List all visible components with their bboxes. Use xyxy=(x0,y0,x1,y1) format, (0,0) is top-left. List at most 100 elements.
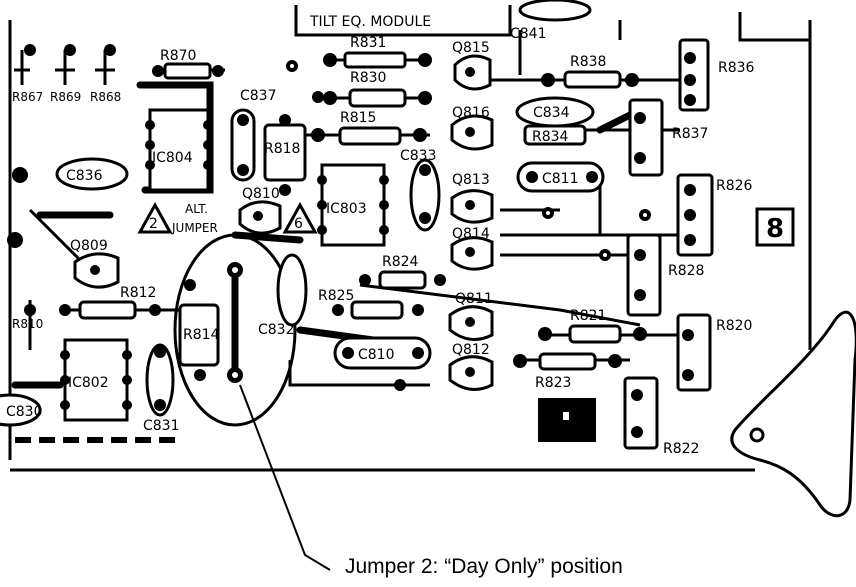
capacitor-c833: C833 xyxy=(400,148,441,232)
resistor-r837: R837 xyxy=(628,98,708,177)
resistor-r821: R821 xyxy=(538,308,647,344)
svg-text:R818: R818 xyxy=(264,141,300,157)
svg-text:C832: C832 xyxy=(258,322,295,338)
alt-jumper-text-2: JUMPER xyxy=(171,221,218,235)
section-marker: 8 xyxy=(755,207,795,247)
svg-text:R830: R830 xyxy=(350,70,386,86)
resistor-r824: R824 xyxy=(359,254,446,290)
svg-text:R836: R836 xyxy=(718,60,755,76)
jumper-2-highlight-circle xyxy=(173,233,297,427)
svg-text:C830: C830 xyxy=(6,404,43,420)
capacitor-c837: C837 xyxy=(230,88,277,182)
capacitor-c836: C836 xyxy=(55,157,129,191)
resistor-r825: R825 xyxy=(318,288,424,320)
transistors: Q815 Q816 Q813 Q814 Q810 Q809 Q811 Q812 xyxy=(70,40,494,391)
svg-text:R810: R810 xyxy=(12,317,43,331)
jumper-number-6: 6 xyxy=(294,216,303,232)
resistor-r828: R828 xyxy=(626,233,704,317)
svg-text:R826: R826 xyxy=(716,178,753,194)
svg-text:Q810: Q810 xyxy=(242,186,280,202)
capacitor-c831: C831 xyxy=(143,343,180,434)
svg-text:R867: R867 xyxy=(12,90,43,104)
resistors: R870 R831 R830 R815 R838 R836 R837 R826 … xyxy=(12,35,755,457)
resistor-r836: R836 xyxy=(678,38,755,112)
capacitor-c832: C832 xyxy=(258,253,308,338)
svg-text:R838: R838 xyxy=(570,54,606,70)
transistor-q810: Q810 xyxy=(238,186,282,235)
transistor-q813: Q813 xyxy=(450,172,494,224)
ic-ic802: IC802 xyxy=(60,338,132,422)
svg-text:R869: R869 xyxy=(50,90,81,104)
transistor-q814: Q814 xyxy=(450,226,494,271)
capacitor-c841: C841 xyxy=(510,0,592,42)
resistor-r869: R869 xyxy=(50,44,81,104)
caption-jumper-2: Jumper 2: “Day Only” position xyxy=(345,555,623,578)
svg-text:IC803: IC803 xyxy=(326,201,367,217)
svg-text:C833: C833 xyxy=(400,148,437,164)
integrated-circuits: IC804 IC803 IC802 xyxy=(60,108,389,422)
resistor-r868: R868 xyxy=(90,44,121,104)
svg-text:R812: R812 xyxy=(120,285,156,301)
svg-text:Q815: Q815 xyxy=(452,40,490,56)
svg-text:C836: C836 xyxy=(66,168,103,184)
capacitor-c811: C811 xyxy=(516,161,605,193)
capacitor-c810: C810 xyxy=(333,336,432,370)
resistor-r834: R834 xyxy=(523,124,587,146)
svg-text:C810: C810 xyxy=(358,347,395,363)
section-marker-text: 8 xyxy=(766,214,784,244)
capacitors: C837 C836 C841 C834 C833 C811 C832 C810 … xyxy=(0,0,605,434)
resistor-r812: R812 xyxy=(59,285,161,320)
transistor-q816: Q816 xyxy=(450,105,494,151)
transistor-q811: Q811 xyxy=(448,291,494,341)
mounting-tab xyxy=(730,310,856,518)
svg-text:Q816: Q816 xyxy=(452,105,490,121)
svg-text:R822: R822 xyxy=(663,441,699,457)
ic-ic803: IC803 xyxy=(317,163,389,247)
svg-text:C837: C837 xyxy=(240,88,277,104)
svg-text:IC802: IC802 xyxy=(68,375,109,391)
resistor-r867: R867 xyxy=(12,44,43,104)
svg-text:Q812: Q812 xyxy=(452,342,490,358)
resistor-r822: R822 xyxy=(623,376,699,457)
module-title-box: TILT EQ. MODULE xyxy=(294,5,512,37)
svg-text:R815: R815 xyxy=(340,110,376,126)
transistor-q812: Q812 xyxy=(448,342,494,391)
svg-text:R814: R814 xyxy=(183,327,220,343)
misc-pads xyxy=(7,60,651,442)
resistor-r838: R838 xyxy=(541,54,639,89)
resistor-r826: R826 xyxy=(676,173,753,257)
capacitor-c830: C830 xyxy=(0,393,43,427)
svg-text:C831: C831 xyxy=(143,418,180,434)
resistor-r814: R814 xyxy=(178,279,220,381)
svg-text:C841: C841 xyxy=(510,26,547,42)
svg-text:R831: R831 xyxy=(350,35,386,51)
svg-text:R870: R870 xyxy=(160,48,196,64)
resistor-r820: R820 xyxy=(676,313,752,392)
resistor-r823: R823 xyxy=(513,352,622,391)
svg-text:R823: R823 xyxy=(535,375,571,391)
svg-text:C834: C834 xyxy=(533,105,570,121)
capacitor-c834: C834 xyxy=(515,96,595,128)
svg-text:R825: R825 xyxy=(318,288,354,304)
resistor-r810: R810 xyxy=(12,300,43,350)
resistor-r831: R831 xyxy=(323,35,432,69)
ic-ic804: IC804 xyxy=(145,108,213,192)
jumper-number-2: 2 xyxy=(149,216,158,232)
alt-jumper-text-1: ALT. xyxy=(185,202,208,216)
svg-text:R868: R868 xyxy=(90,90,121,104)
svg-text:C811: C811 xyxy=(542,171,579,187)
transistor-q815: Q815 xyxy=(452,40,492,91)
svg-text:Q814: Q814 xyxy=(452,226,490,242)
svg-text:IC804: IC804 xyxy=(152,150,193,166)
svg-text:Q813: Q813 xyxy=(452,172,490,188)
resistor-r830: R830 xyxy=(323,70,432,108)
svg-text:R821: R821 xyxy=(570,308,606,324)
resistor-r870: R870 xyxy=(152,48,224,80)
svg-text:R828: R828 xyxy=(668,263,704,279)
resistor-r818: R818 xyxy=(263,114,307,196)
svg-text:R820: R820 xyxy=(716,318,752,334)
alt-jumper: 2 6 ALT. JUMPER xyxy=(137,201,318,235)
transistor-q809: Q809 xyxy=(70,238,120,289)
svg-text:Q809: Q809 xyxy=(70,238,108,254)
